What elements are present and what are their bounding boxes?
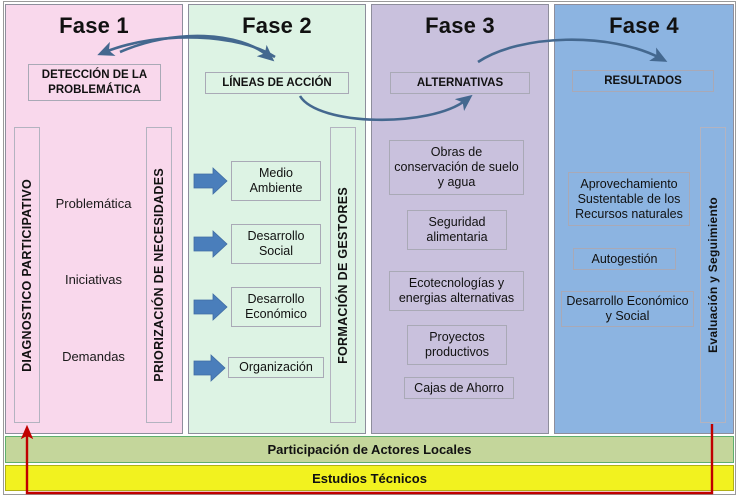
phase-1-left-label: DIAGNOSTICO PARTICIPATIVO bbox=[20, 178, 34, 372]
phase-3-item-seguridad-alimentaria: Seguridad alimentaria bbox=[407, 210, 507, 250]
phase-1-item-problematica: Problemática bbox=[55, 196, 132, 211]
phase-2-item-medio-ambiente: Medio Ambiente bbox=[231, 161, 321, 201]
phase-1-head-box: DETECCIÓN DE LA PROBLEMÁTICA bbox=[28, 64, 161, 101]
phase-2-right-label: FORMACIÓN DE GESTORES bbox=[336, 186, 350, 364]
bottom-bar-actores-locales: Participación de Actores Locales bbox=[5, 436, 734, 463]
phase-4-item-desarrollo-economico-social: Desarrollo Económico y Social bbox=[561, 291, 694, 327]
phase-1-right-label-bar: PRIORIZACIÓN DE NECESIDADES bbox=[146, 127, 172, 423]
phase-column-1: Fase 1 bbox=[5, 4, 183, 434]
phase-2-item-desarrollo-social: Desarrollo Social bbox=[231, 224, 321, 264]
phase-1-item-demandas: Demandas bbox=[62, 349, 125, 364]
phase-2-item-desarrollo-economico: Desarrollo Económico bbox=[231, 287, 321, 327]
phase-2-right-label-bar: FORMACIÓN DE GESTORES bbox=[330, 127, 356, 423]
phase-3-item-obras-conservacion: Obras de conservación de suelo y agua bbox=[389, 140, 524, 195]
phase-2-item-organizacion: Organización bbox=[228, 357, 324, 378]
phase-3-head-box: ALTERNATIVAS bbox=[390, 72, 530, 94]
phase-4-right-label: Evaluación y Seguimiento bbox=[706, 197, 720, 353]
phase-1-left-label-bar: DIAGNOSTICO PARTICIPATIVO bbox=[14, 127, 40, 423]
phase-3-item-ecotecnologias: Ecotecnologías y energias alternativas bbox=[389, 271, 524, 311]
phase-4-item-aprovechamiento: Aprovechamiento Sustentable de los Recur… bbox=[568, 172, 690, 226]
phase-3-item-proyectos-productivos: Proyectos productivos bbox=[407, 325, 507, 365]
phase-column-4: Fase 4 bbox=[554, 4, 734, 434]
bottom-bar-estudios-tecnicos: Estudios Técnicos bbox=[5, 465, 734, 491]
phase-title-1: Fase 1 bbox=[59, 13, 129, 38]
phase-2-head-box: LÍNEAS DE ACCIÓN bbox=[205, 72, 349, 94]
phase-title-3: Fase 3 bbox=[425, 13, 495, 38]
phase-4-right-label-bar: Evaluación y Seguimiento bbox=[700, 127, 726, 423]
phase-1-right-label: PRIORIZACIÓN DE NECESIDADES bbox=[152, 168, 166, 382]
phase-4-head-box: RESULTADOS bbox=[572, 70, 714, 92]
phase-title-2: Fase 2 bbox=[242, 13, 312, 38]
phase-4-item-autogestion: Autogestión bbox=[573, 248, 676, 270]
phase-3-item-cajas-ahorro: Cajas de Ahorro bbox=[404, 377, 514, 399]
phase-title-4: Fase 4 bbox=[609, 13, 679, 38]
phase-1-item-iniciativas: Iniciativas bbox=[64, 272, 123, 287]
